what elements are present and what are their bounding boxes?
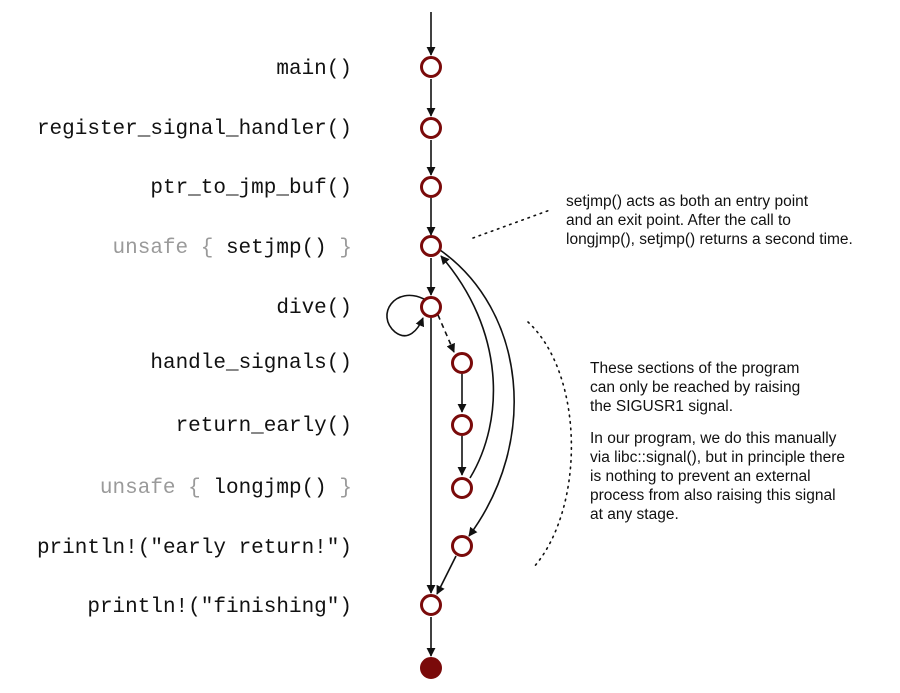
label-dive: dive() [276,297,352,320]
edge-setjmp-early-return [439,249,515,537]
signal-note: These sections of the program can only b… [590,360,845,523]
label-longjmp-unsafe: unsafe { [100,477,201,500]
signal-note-p1-line-2: can only be reached by raising [590,379,800,396]
node-println-early-return [451,535,473,557]
label-ptr-to-jmp-buf: ptr_to_jmp_buf() [150,177,352,200]
node-end [420,657,442,679]
signal-note-p2-line-2: via libc::signal(), but in principle the… [590,449,845,466]
edge-dive-handle-signals [437,314,455,353]
label-main: main() [276,58,352,81]
signal-note-p2-line-5: at any stage. [590,506,679,523]
node-longjmp [451,477,473,499]
signal-note-p2-line-4: process from also raising this signal [590,487,836,504]
label-println-early-return: println!("early return!") [37,537,352,560]
label-setjmp-close: } [339,237,352,260]
setjmp-note-line-1: setjmp() acts as both an entry point [566,193,809,210]
label-longjmp-close: } [339,477,352,500]
edge-longjmp-setjmp [440,255,495,479]
setjmp-note-line-3: longjmp(), setjmp() returns a second tim… [566,231,853,248]
label-longjmp: unsafe { longjmp() } [100,477,352,500]
signal-note-bracket [527,321,573,569]
node-handle-signals [451,352,473,374]
signal-note-p2-line-3: is nothing to prevent an external [590,468,811,485]
signal-note-p2-line-1: In our program, we do this manually [590,430,837,447]
label-setjmp: unsafe { setjmp() } [113,237,352,260]
edge-dive-self-loop [386,294,425,337]
node-main [420,56,442,78]
node-println-finishing [420,594,442,616]
setjmp-note: setjmp() acts as both an entry point and… [566,193,853,248]
node-setjmp [420,235,442,257]
label-setjmp-unsafe: unsafe { [113,237,214,260]
setjmp-note-line-2: and an exit point. After the call to [566,212,791,229]
node-register-signal-handler [420,117,442,139]
node-return-early [451,414,473,436]
setjmp-note-leader [472,209,551,239]
label-setjmp-call: setjmp() [226,237,327,260]
label-return-early: return_early() [176,415,352,438]
edge-early-return-finishing [436,555,457,595]
signal-note-p1-line-3: the SIGUSR1 signal. [590,398,733,415]
label-println-finishing: println!("finishing") [87,596,352,619]
label-register-signal-handler: register_signal_handler() [37,118,352,141]
node-dive [420,296,442,318]
label-longjmp-call: longjmp() [213,477,326,500]
signal-note-p1-line-1: These sections of the program [590,360,799,377]
node-ptr-to-jmp-buf [420,176,442,198]
label-handle-signals: handle_signals() [150,352,352,375]
